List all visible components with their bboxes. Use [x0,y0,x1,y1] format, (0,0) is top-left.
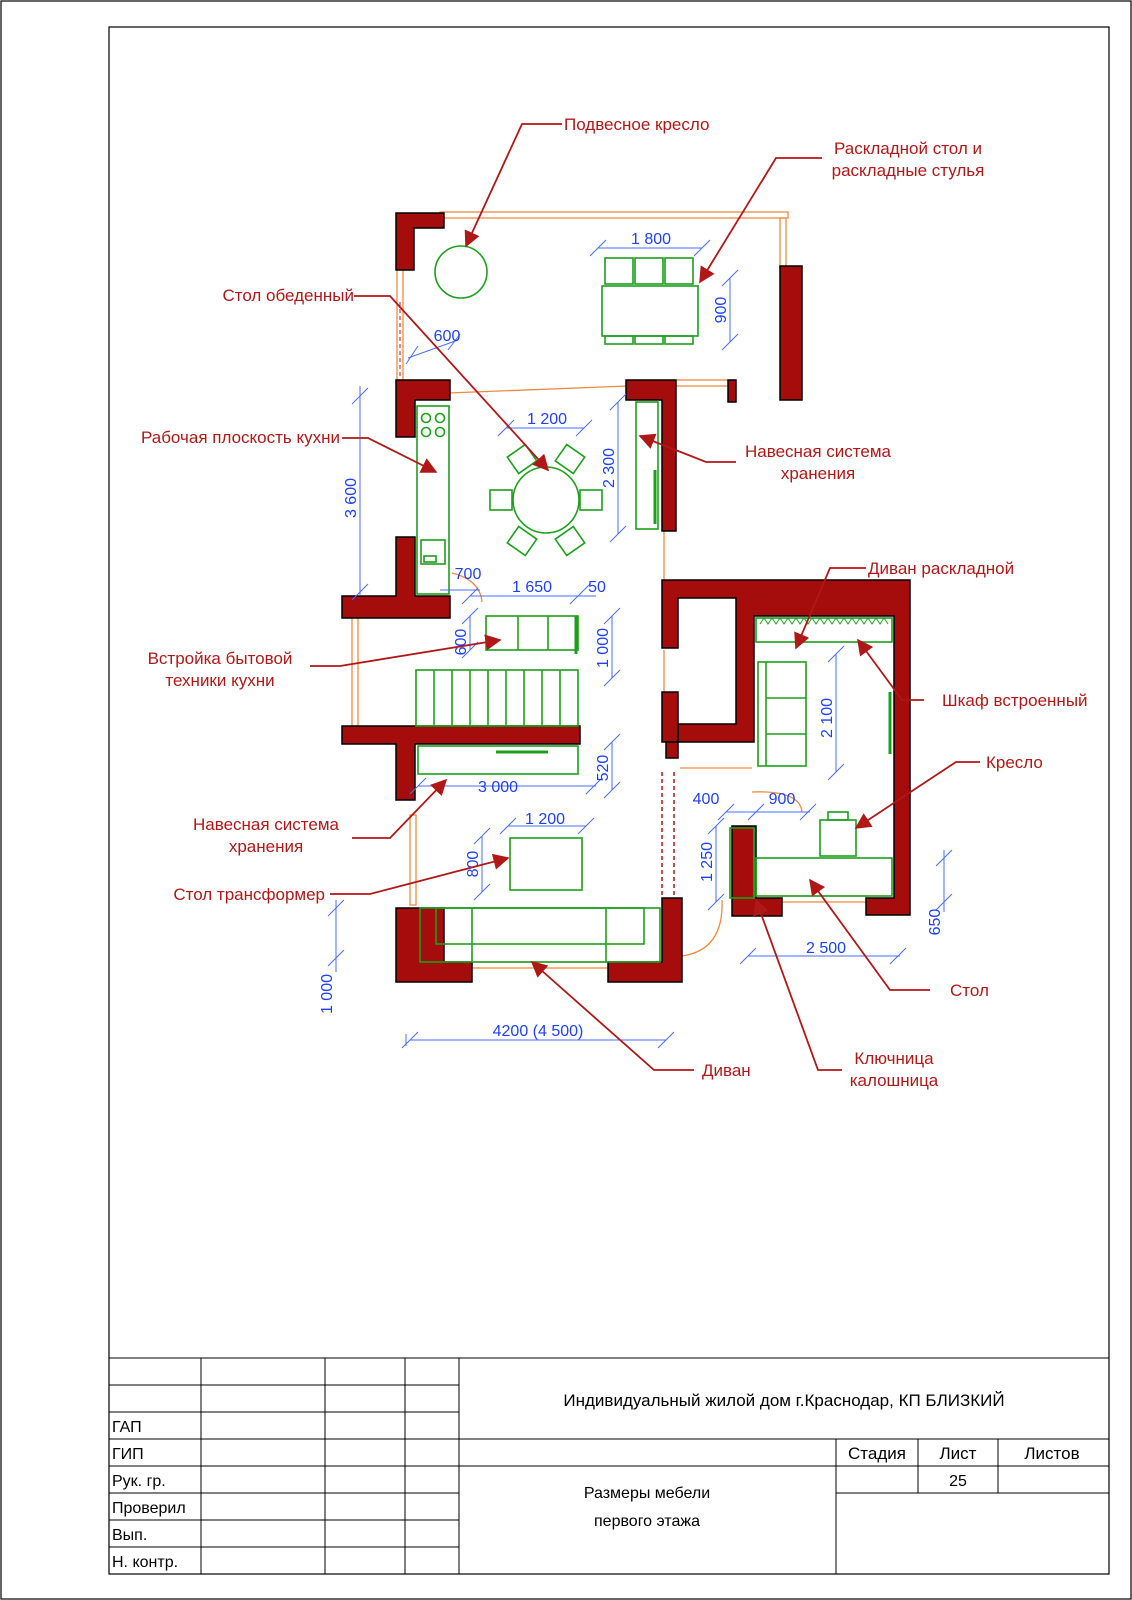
walls [341,212,911,983]
stage-header: Стадия [848,1444,906,1463]
label-hanging-storage-top-line1: Навесная система [745,442,892,461]
role-gap: ГАП [112,1419,142,1436]
dim-700: 700 [455,566,482,583]
hanging-storage-bottom-shape [417,745,579,775]
label-dining-table: Стол обеденный [222,286,354,305]
sheet-title-line2: первого этажа [594,1513,700,1530]
dimension-lines [327,239,953,1049]
label-sofa: Диван [702,1061,751,1080]
sofa-shape [419,907,661,963]
dim-3000: 3 000 [478,779,518,796]
dim-2500: 2 500 [806,940,846,957]
dim-1250: 1 250 [699,842,716,882]
dim-900-door: 900 [769,791,796,808]
label-folding-table-line2: раскладные стулья [832,161,985,180]
dim-600-appliances: 600 [453,629,470,656]
hanging-storage-top-shape [635,401,659,530]
folding-table-shape [601,285,699,337]
sheets-header: Листов [1024,1444,1079,1463]
hanging-chair-shape [434,245,488,299]
sheet-header: Лист [940,1444,977,1463]
title-block: ГАП ГИП Рук. гр. Проверил Вып. Н. контр.… [108,1357,1110,1575]
leader-lines [310,123,980,1071]
role-group-lead: Рук. гр. [112,1473,166,1490]
armchair-shape [819,819,857,857]
wardrobe-shape [755,617,893,643]
furniture [399,245,893,963]
kitchen-worktop-shape [416,405,450,595]
dim-650: 650 [927,909,944,936]
dim-1000-window: 1 000 [319,974,336,1014]
transformer-table-shape [509,837,583,891]
sheet-number: 25 [949,1473,967,1490]
sheet-title-line1: Размеры мебели [584,1485,710,1502]
dim-3600: 3 600 [343,478,360,518]
dim-4200: 4200 (4 500) [493,1023,584,1040]
dim-2300: 2 300 [601,448,618,488]
dim-50: 50 [588,579,606,596]
role-checked: Проверил [112,1500,186,1517]
label-hanging-chair: Подвесное кресло [564,115,709,134]
role-executed: Вып. [112,1527,147,1544]
label-desk: Стол [950,981,989,1000]
dim-2100: 2 100 [819,698,836,738]
builtin-appliances-shape [485,615,579,651]
dimension-texts: 1 800 900 600 3 600 1 200 2 300 700 1 65… [319,231,944,1040]
drawing-frame [108,26,1110,1575]
label-sofa-bed: Диван раскладной [868,559,1014,578]
dim-1650: 1 650 [512,579,552,596]
project-name: Индивидуальный жилой дом г.Краснодар, КП… [563,1391,1004,1410]
label-hanging-storage-bottom-line1: Навесная система [193,815,340,834]
label-builtin-appliances-line2: техники кухни [165,671,274,690]
dim-520: 520 [595,755,612,782]
dim-1200-transformer: 1 200 [525,811,565,828]
desk-shape [755,857,893,897]
label-builtin-appliances-line1: Встройка бытовой [148,649,293,668]
label-folding-table-line1: Раскладной стол и [834,139,982,158]
label-hanging-storage-bottom-line2: хранения [229,837,303,856]
role-norm-control: Н. контр. [112,1554,178,1571]
dim-1200-dining: 1 200 [527,411,567,428]
label-transformer-table: Стол трансформер [173,885,325,904]
dim-400: 400 [693,791,720,808]
dim-900-table: 900 [713,297,730,324]
dining-table-shape [512,466,580,534]
sofa-bed-shape [757,661,807,767]
dim-1000-appliances: 1 000 [595,628,612,668]
label-armchair: Кресло [986,753,1043,772]
dim-600-chair: 600 [434,328,461,345]
label-key-holder-line1: Ключница [854,1049,934,1068]
dim-800: 800 [465,851,482,878]
callout-labels: Подвесное кресло Раскладной стол и раскл… [141,115,1088,1090]
stairs [415,669,579,727]
label-key-holder-line2: калошница [850,1071,939,1090]
label-hanging-storage-top-line2: хранения [781,464,855,483]
label-wardrobe: Шкаф встроенный [942,691,1088,710]
role-gip: ГИП [112,1446,144,1463]
dim-1800: 1 800 [631,231,671,248]
label-kitchen-worktop: Рабочая плоскость кухни [141,428,340,447]
